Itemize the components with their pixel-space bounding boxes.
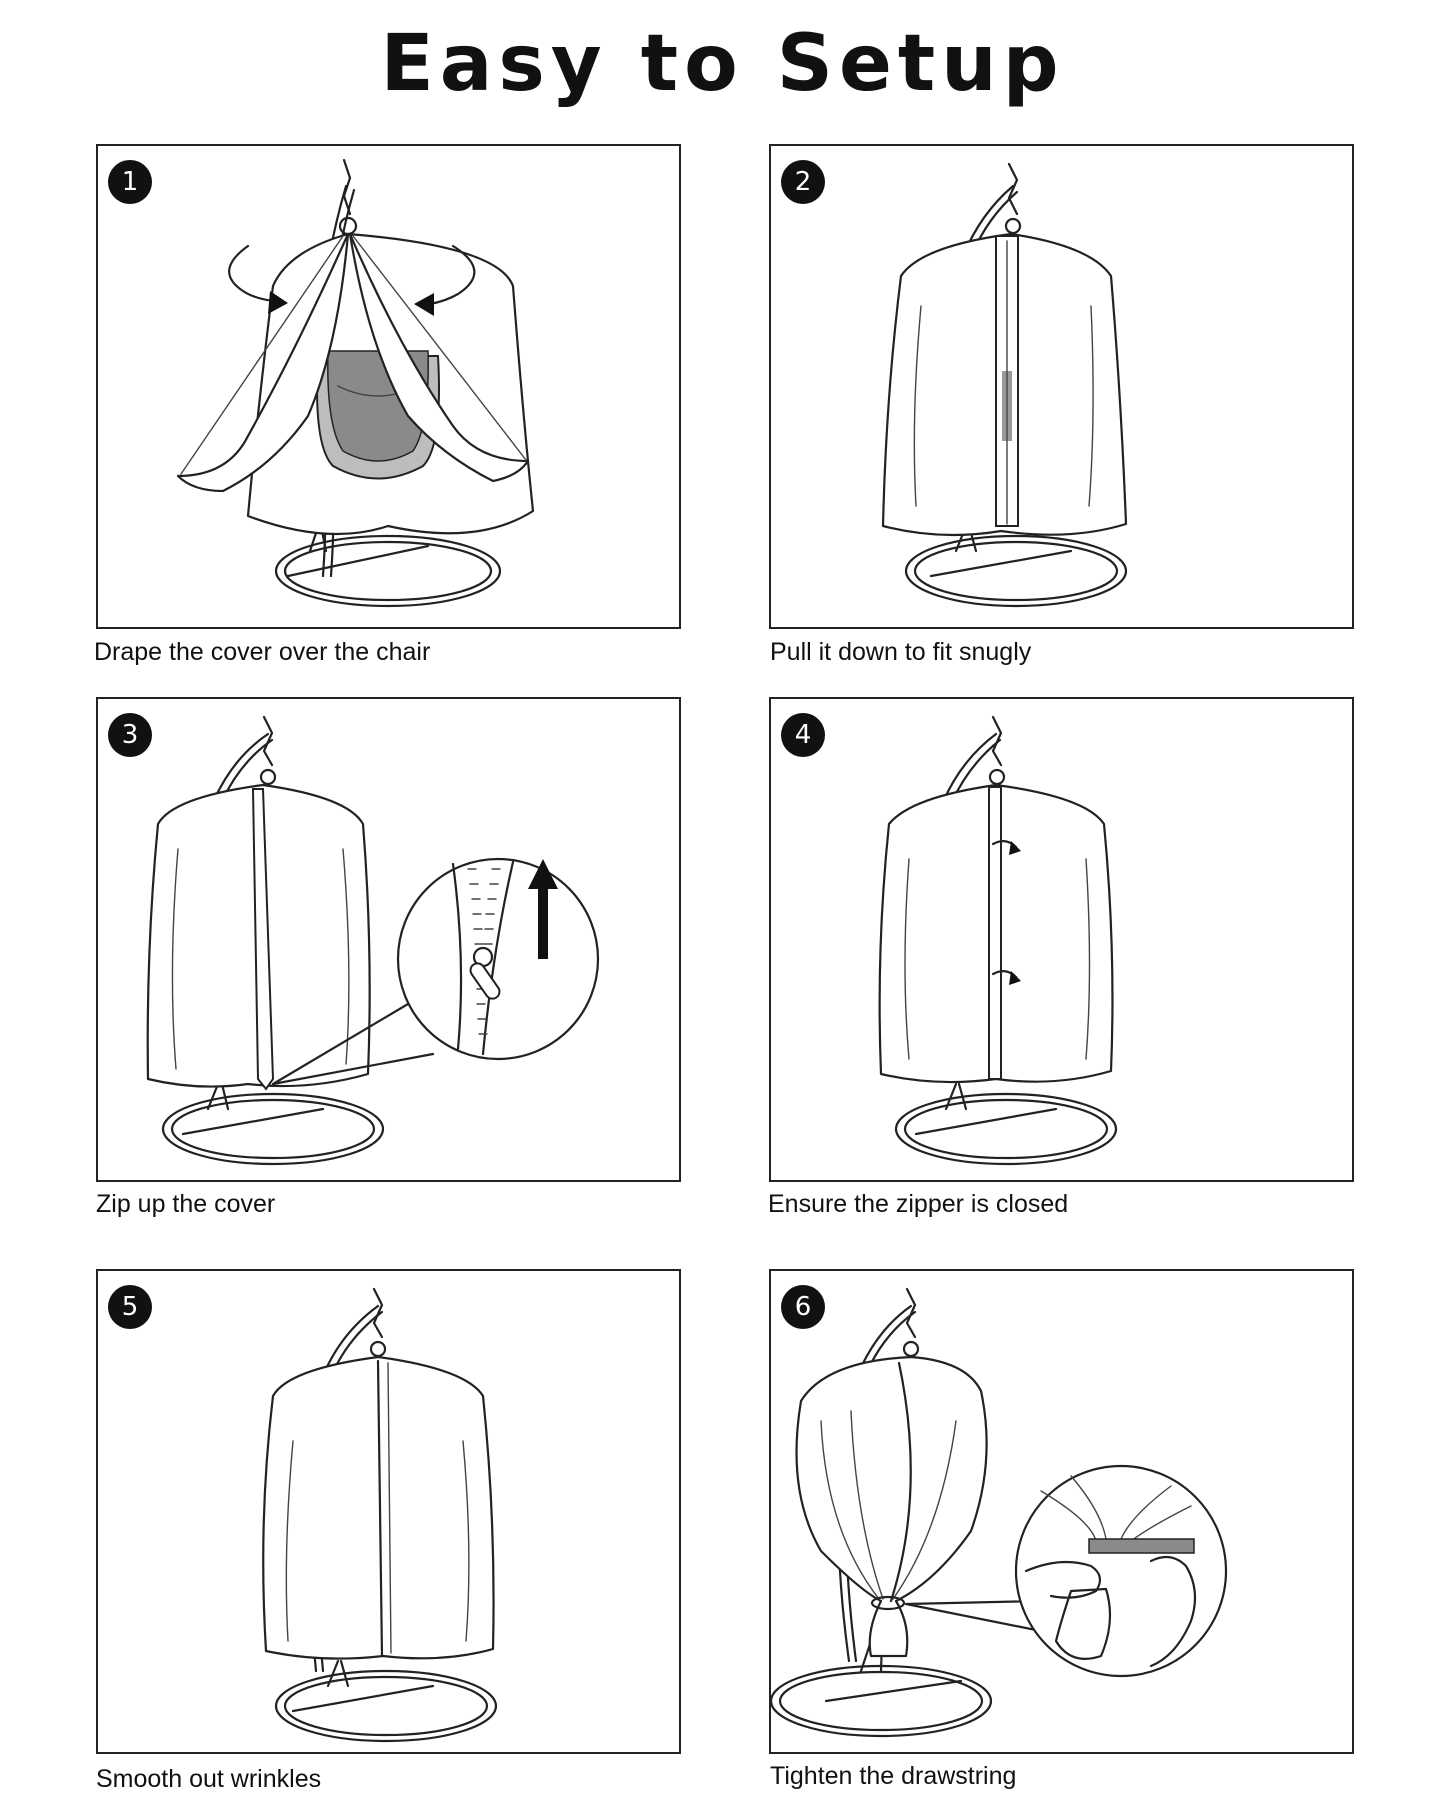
step-4-illustration [878, 715, 1118, 1166]
step-5-illustration [262, 1287, 498, 1743]
step-5-panel: 5 [96, 1269, 681, 1754]
step-1-badge: 1 [108, 160, 152, 204]
cover-right-flap [348, 232, 530, 483]
step-2-panel: 2 [769, 144, 1354, 629]
step-6-panel: 6 [769, 1269, 1354, 1754]
stand-base [274, 1669, 498, 1743]
rotate-left-arrow [228, 244, 275, 303]
zip-up-arrow [528, 859, 558, 959]
stand-base [771, 1664, 993, 1738]
callout-lines [271, 1002, 435, 1086]
hanging-ring [988, 768, 1006, 786]
hanging-chain [372, 1287, 384, 1339]
step-3-badge: 3 [108, 713, 152, 757]
stand-base [161, 1092, 385, 1166]
hanging-ring [369, 1340, 387, 1358]
hanging-ring [338, 216, 358, 236]
step-2-badge: 2 [781, 160, 825, 204]
hanging-ring [902, 1340, 920, 1358]
callout-lines [904, 1599, 1043, 1633]
drawstring-band [1088, 1538, 1195, 1554]
hanging-ring [1004, 217, 1022, 235]
step-1-caption: Drape the cover over the chair [94, 638, 431, 666]
hanging-chain [342, 158, 352, 216]
cover-zipper [251, 788, 275, 1091]
page-title: Easy to Setup [380, 19, 1065, 109]
cover-zipper-closed [988, 786, 1002, 1080]
step-6-illustration [771, 1287, 1228, 1738]
fabric-tail [1054, 1587, 1112, 1660]
right-hand [1149, 1555, 1197, 1668]
hanging-ring [259, 768, 277, 786]
stand-base [274, 534, 502, 608]
step-6-badge: 6 [781, 1285, 825, 1329]
step-4-panel: 4 [769, 697, 1354, 1182]
step-2-illustration [881, 162, 1128, 608]
step-4-caption: Ensure the zipper is closed [768, 1190, 1069, 1218]
step-1-illustration [176, 158, 535, 608]
step-3-panel: 3 [96, 697, 681, 1182]
stand-base [894, 1092, 1118, 1166]
step-4-badge: 4 [781, 713, 825, 757]
hanging-chain [262, 715, 274, 767]
hanging-chain [991, 715, 1003, 767]
stand-base [904, 534, 1128, 608]
hanging-chain [1007, 162, 1019, 216]
rotate-right-arrow [428, 244, 476, 306]
step-3-caption: Zip up the cover [96, 1190, 276, 1218]
hanging-chain [905, 1287, 917, 1339]
cover-left-flap [176, 232, 350, 493]
cover-seam [376, 1359, 384, 1658]
left-hand [1024, 1560, 1102, 1599]
step-5-badge: 5 [108, 1285, 152, 1329]
drawstring-cinch [870, 1595, 906, 1611]
step-3-illustration [146, 715, 600, 1166]
step-6-caption: Tighten the drawstring [770, 1762, 1017, 1790]
step-5-caption: Smooth out wrinkles [96, 1765, 322, 1793]
zipper-detail-circle [396, 857, 600, 1061]
cover-seam [889, 1361, 912, 1603]
drawstring-detail-circle [1014, 1464, 1228, 1678]
step-1-panel: 1 [96, 144, 681, 629]
step-2-caption: Pull it down to fit snugly [770, 638, 1032, 666]
cover-body-gathered [795, 1355, 988, 1658]
